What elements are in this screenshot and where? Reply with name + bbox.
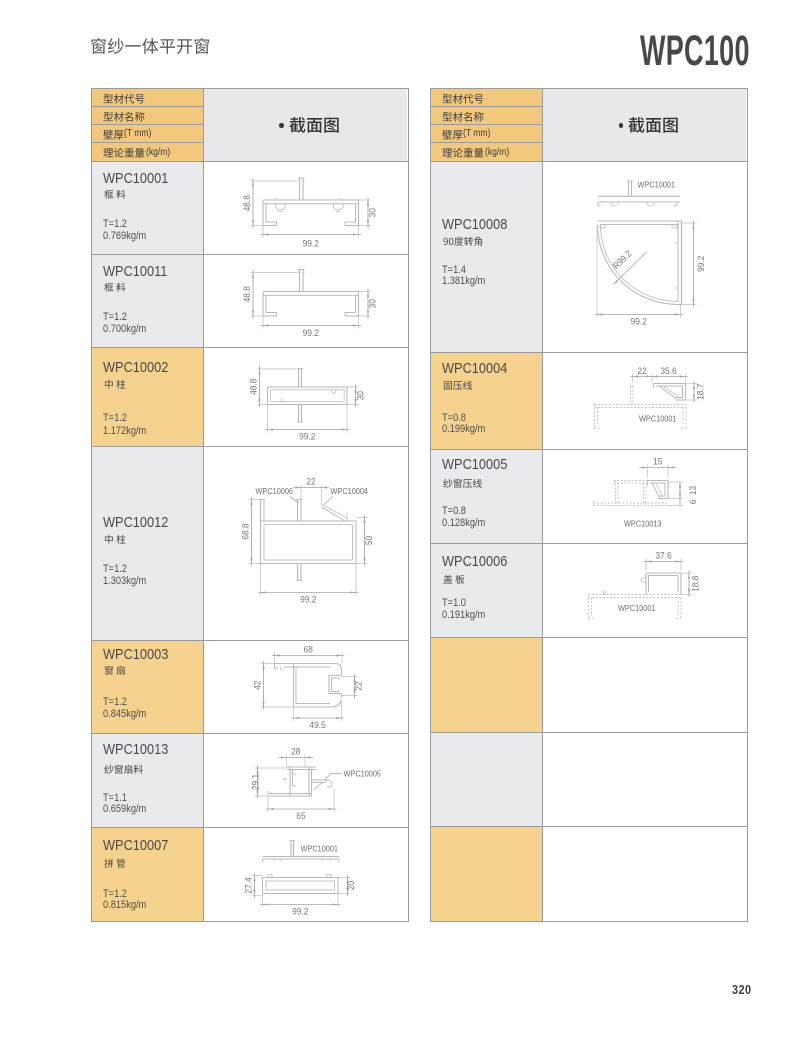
svg-text:49.5: 49.5 [309, 719, 325, 730]
svg-text:99.2: 99.2 [303, 238, 319, 249]
svg-text:22: 22 [637, 365, 646, 376]
svg-text:65: 65 [296, 810, 305, 821]
svg-text:WPC10005: WPC10005 [344, 769, 382, 779]
svg-text:WPC10001: WPC10001 [301, 844, 339, 854]
svg-text:99.2: 99.2 [299, 431, 315, 442]
svg-text:WPC10013: WPC10013 [624, 519, 662, 529]
svg-text:WPC10001: WPC10001 [618, 604, 656, 614]
svg-text:35.6: 35.6 [660, 365, 676, 376]
svg-text:WPC10001: WPC10001 [639, 414, 677, 424]
svg-text:18.7: 18.7 [695, 384, 706, 400]
svg-text:WPC10004: WPC10004 [331, 487, 369, 497]
svg-text:99.2: 99.2 [300, 594, 316, 605]
svg-text:WPC10006: WPC10006 [256, 487, 294, 497]
svg-text:WPC10001: WPC10001 [638, 180, 676, 190]
svg-text:28: 28 [291, 746, 300, 757]
svg-text:48.8: 48.8 [241, 286, 252, 302]
svg-text:99.2: 99.2 [303, 327, 319, 338]
svg-text:15: 15 [653, 456, 662, 467]
svg-text:30: 30 [367, 299, 378, 308]
svg-text:30: 30 [367, 208, 378, 217]
svg-text:20: 20 [345, 881, 356, 890]
svg-text:50: 50 [364, 536, 375, 545]
svg-text:22: 22 [306, 476, 315, 487]
svg-text:18.8: 18.8 [690, 576, 701, 592]
svg-text:22: 22 [353, 681, 364, 690]
svg-text:68.8: 68.8 [240, 523, 251, 539]
svg-text:99.2: 99.2 [631, 316, 647, 327]
svg-text:99.2: 99.2 [695, 256, 706, 272]
svg-text:29.1: 29.1 [250, 774, 261, 790]
svg-text:42: 42 [252, 681, 263, 690]
svg-text:6: 6 [687, 500, 698, 505]
svg-text:13: 13 [687, 486, 698, 495]
svg-text:48.8: 48.8 [241, 195, 252, 211]
svg-text:27.4: 27.4 [243, 877, 254, 893]
svg-text:30: 30 [355, 391, 366, 400]
svg-text:37.6: 37.6 [655, 550, 671, 561]
svg-text:48.8: 48.8 [248, 379, 259, 395]
svg-text:99.2: 99.2 [292, 906, 308, 917]
svg-text:68: 68 [304, 644, 313, 655]
